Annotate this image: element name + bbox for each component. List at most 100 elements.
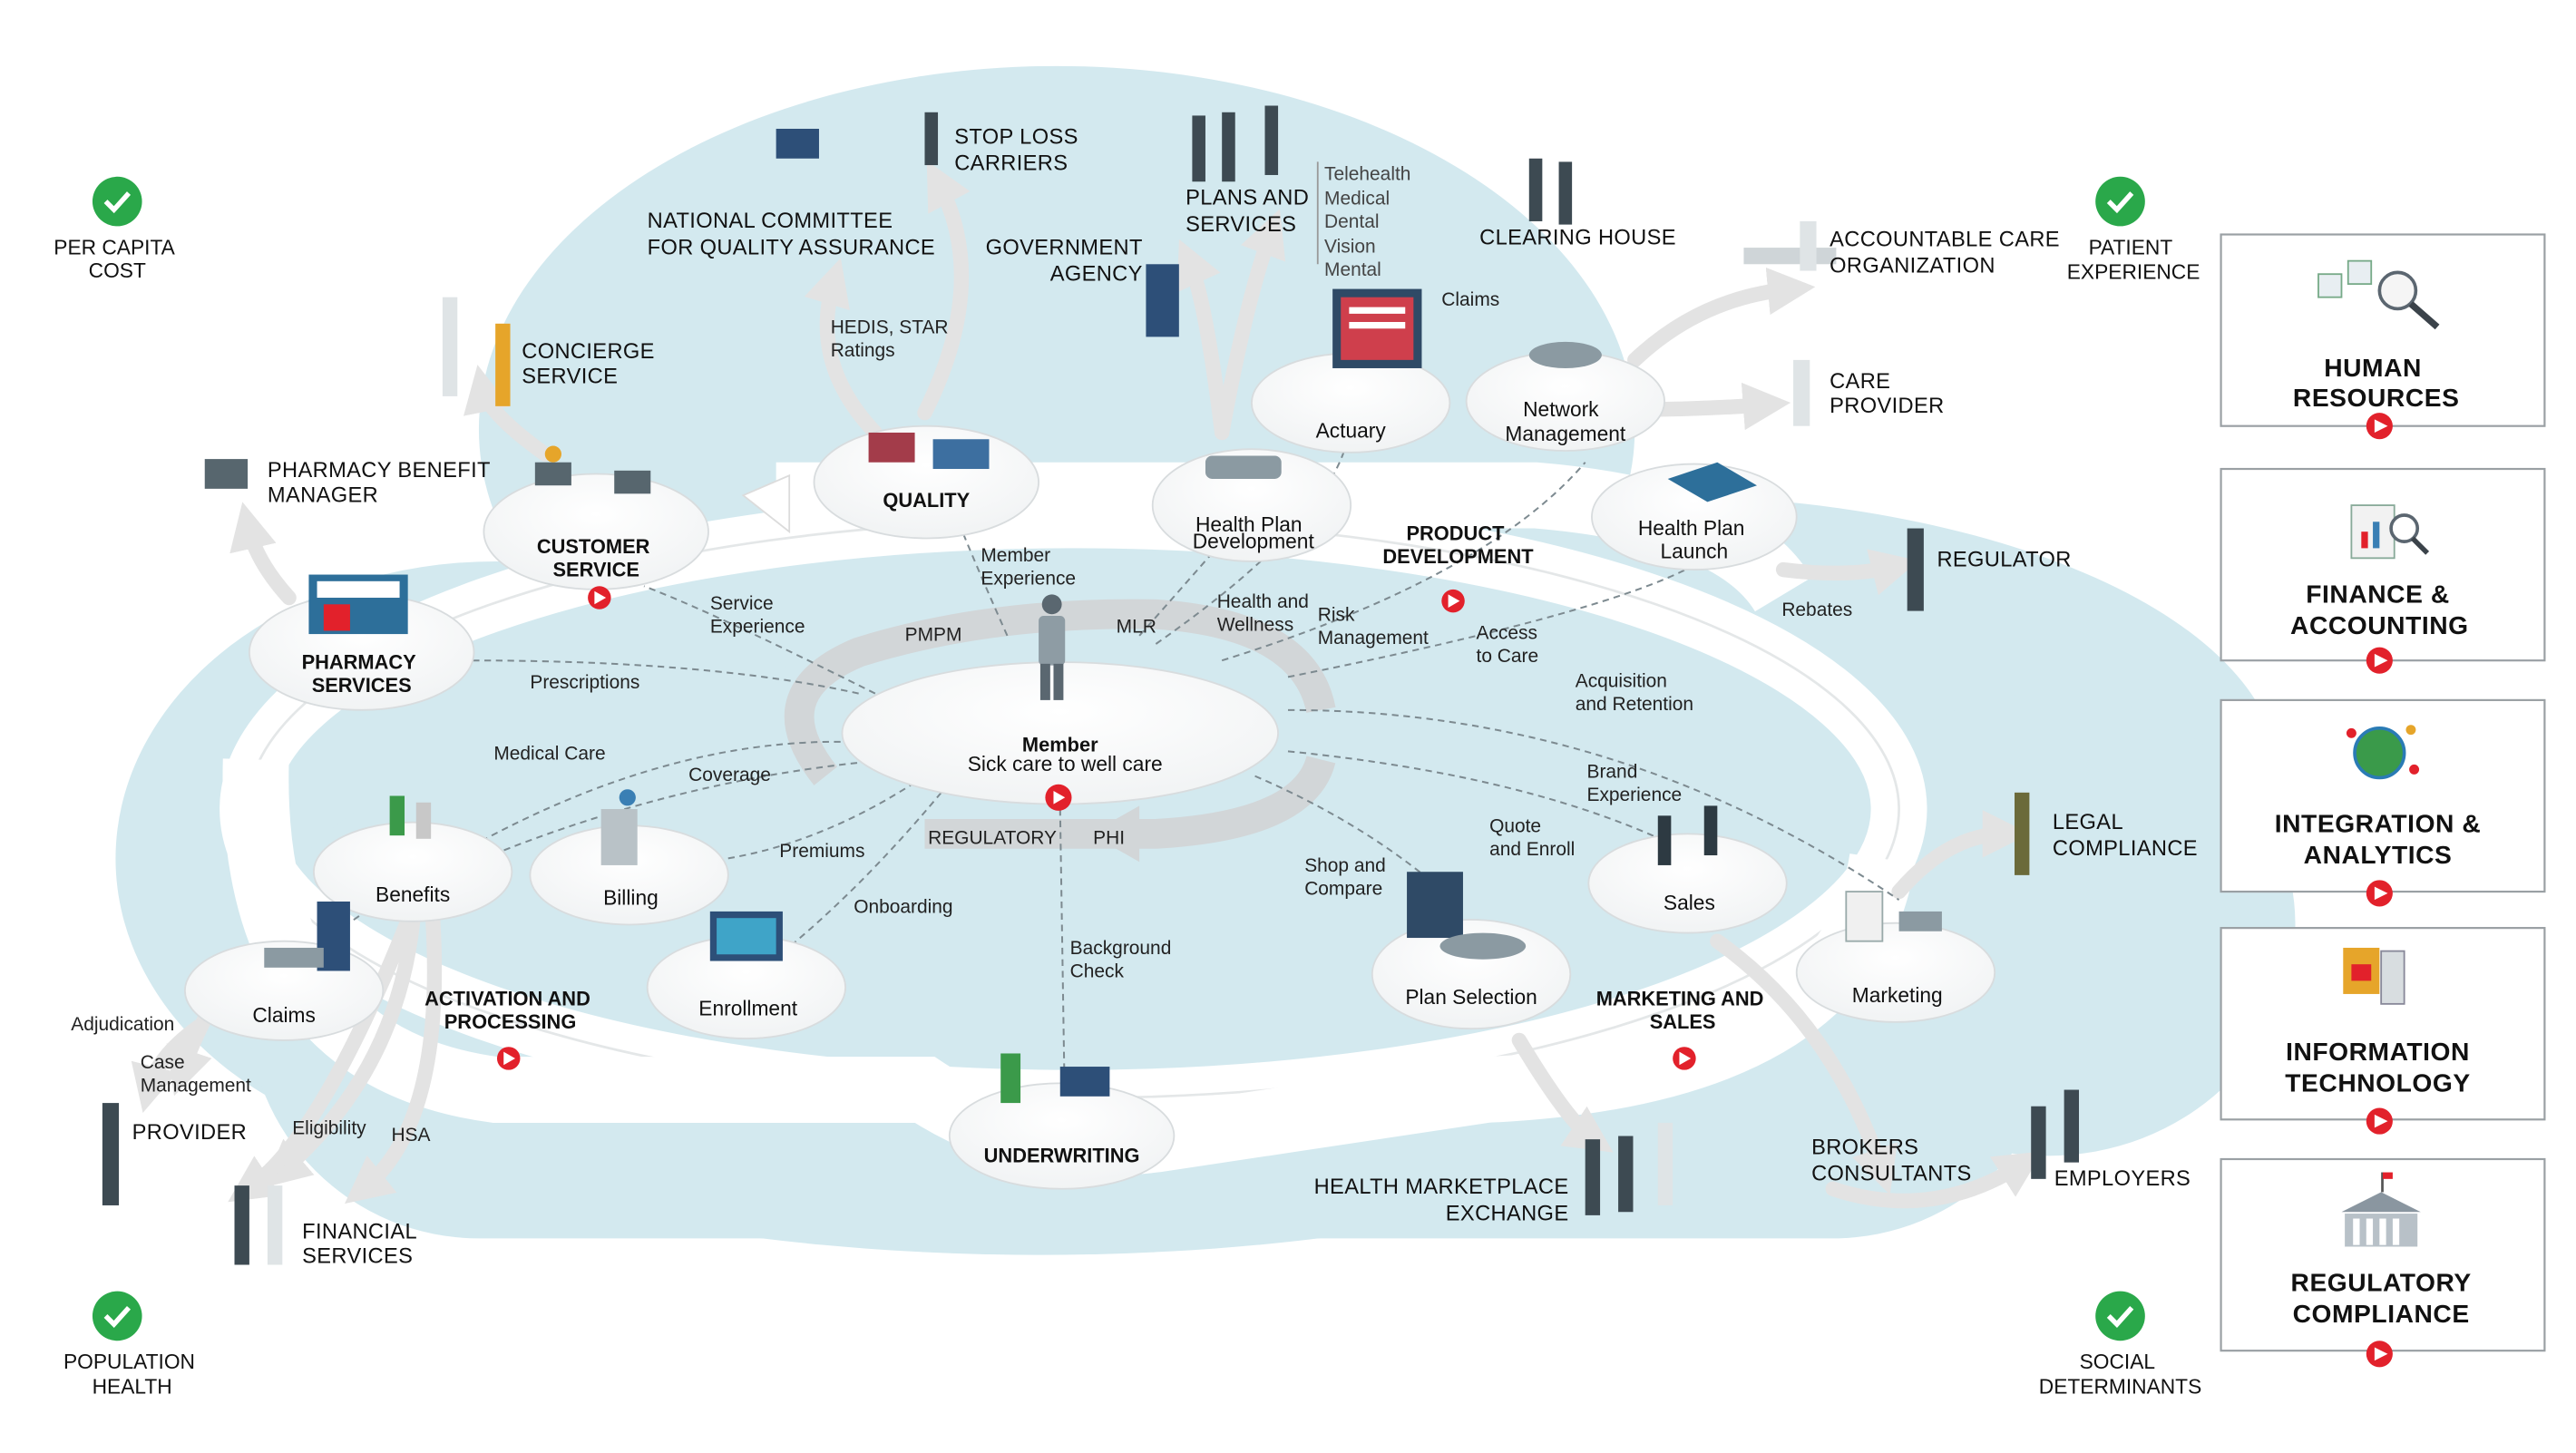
legal-person-icon bbox=[2015, 792, 2030, 875]
svg-text:Sales: Sales bbox=[1664, 891, 1715, 914]
computer-icon bbox=[204, 459, 249, 489]
underwriting-node[interactable]: UNDERWRITING bbox=[948, 1053, 1176, 1190]
computer-icon bbox=[1059, 1067, 1110, 1097]
svg-text:INTEGRATION &ANALYTICS: INTEGRATION &ANALYTICS bbox=[2275, 809, 2482, 870]
person-icon bbox=[415, 802, 432, 839]
provider-label: PROVIDER bbox=[132, 1121, 247, 1145]
hr-magnifier-icon bbox=[2317, 259, 2440, 330]
svg-text:UNDERWRITING: UNDERWRITING bbox=[984, 1145, 1140, 1167]
government-building-icon bbox=[2341, 1172, 2421, 1247]
health-plan-launch-node[interactable]: Health Plan Launch bbox=[1591, 462, 1798, 570]
member-title: Member bbox=[1022, 733, 1098, 756]
doctor-person-icon bbox=[1000, 1053, 1021, 1104]
meeting-table-icon bbox=[1528, 341, 1602, 368]
panel-finance-accounting[interactable]: FINANCE &ACCOUNTING bbox=[2220, 467, 2546, 674]
analytics-board-icon bbox=[1667, 462, 1758, 502]
person-icon bbox=[1558, 161, 1573, 225]
svg-text:Claims: Claims bbox=[252, 1003, 316, 1027]
computer-icon bbox=[534, 462, 571, 486]
regulator-person-icon bbox=[1907, 528, 1924, 611]
claims-flow-label: Claims bbox=[1441, 289, 1499, 310]
meeting-table-icon bbox=[1205, 455, 1282, 479]
person-icon bbox=[1618, 1136, 1634, 1213]
network-management-node[interactable]: Network Management bbox=[1465, 341, 1665, 452]
person-icon bbox=[924, 112, 939, 166]
member-node[interactable]: Member Sick care to well care bbox=[841, 594, 1279, 811]
claims-node[interactable]: Claims bbox=[183, 901, 385, 1041]
regulatory-label: REGULATORY bbox=[928, 827, 1057, 848]
person-icon bbox=[234, 1185, 249, 1265]
actuary-node[interactable]: Actuary bbox=[1251, 288, 1451, 453]
dashed-connectors bbox=[346, 445, 1900, 1123]
svg-text:MARKETING AND SALES: MARKETING AND SALES bbox=[1596, 988, 1770, 1033]
per-capita-label: PER CAPITA COST bbox=[54, 235, 181, 281]
benefits-node[interactable]: Benefits bbox=[312, 795, 513, 922]
lab-icon bbox=[868, 432, 915, 463]
svg-text:Enrollment: Enrollment bbox=[698, 997, 797, 1020]
finance-report-icon bbox=[2350, 504, 2430, 560]
onboarding-label: Onboarding bbox=[854, 897, 952, 918]
marketing-sales-label-group[interactable]: MARKETING AND SALES bbox=[1596, 988, 1770, 1070]
computer-icon bbox=[614, 470, 651, 494]
plan-selection-node[interactable]: Plan Selection bbox=[1371, 872, 1572, 1030]
svg-text:Billing: Billing bbox=[603, 886, 659, 910]
adjudication-label: Adjudication bbox=[71, 1014, 174, 1035]
activation-processing-label-group[interactable]: ACTIVATION AND PROCESSING bbox=[424, 988, 596, 1070]
doctor-person-icon bbox=[389, 795, 405, 836]
center-swirl bbox=[784, 599, 1336, 849]
svg-text:Health Plan Development: Health Plan Development bbox=[1193, 512, 1315, 552]
person-icon bbox=[1585, 1139, 1601, 1215]
external-figures bbox=[102, 105, 2080, 1265]
it-server-icon bbox=[2343, 947, 2405, 1005]
svg-text:FINANCE &ACCOUNTING: FINANCE &ACCOUNTING bbox=[2290, 579, 2469, 639]
doctor-person-icon bbox=[1657, 1122, 1673, 1205]
marketing-node[interactable]: Marketing bbox=[1795, 891, 1996, 1023]
population-health-label: POPULATION HEALTH bbox=[63, 1350, 200, 1398]
svg-text:Health Plan Launch: Health Plan Launch bbox=[1638, 516, 1751, 562]
clearing-house-label: CLEARING HOUSE bbox=[1479, 226, 1676, 249]
health-plan-development-node[interactable]: Health Plan Development bbox=[1151, 448, 1352, 562]
member-subtitle: Sick care to well care bbox=[968, 752, 1163, 775]
enrollment-node[interactable]: Enrollment bbox=[646, 911, 847, 1040]
pharmacy-services-node[interactable]: PHARMACY SERVICES bbox=[248, 574, 475, 711]
check-icon bbox=[103, 1306, 132, 1329]
person-icon bbox=[1703, 805, 1718, 856]
presentation-screen-icon bbox=[1407, 872, 1463, 939]
medical-care-label: Medical Care bbox=[493, 743, 605, 764]
quality-node[interactable]: QUALITY bbox=[813, 424, 1040, 540]
person-icon bbox=[1222, 112, 1235, 182]
customer-service-node[interactable]: CUSTOMER SERVICE bbox=[483, 445, 709, 609]
person-icon bbox=[2031, 1106, 2046, 1179]
pmpm-label: PMPM bbox=[905, 624, 962, 645]
panel-integration-analytics[interactable]: INTEGRATION &ANALYTICS bbox=[2220, 698, 2546, 907]
population-health-badge: POPULATION HEALTH bbox=[63, 1291, 200, 1399]
person-icon bbox=[2064, 1089, 2080, 1163]
product-development-label-group[interactable]: PRODUCT DEVELOPMENT bbox=[1382, 522, 1534, 613]
social-determinants-label: SOCIAL DETERMINANTS bbox=[2039, 1350, 2201, 1398]
patient-experience-label: PATIENT EXPERIENCE bbox=[2067, 235, 2200, 283]
check-icon bbox=[2106, 1306, 2134, 1329]
sales-node[interactable]: Sales bbox=[1587, 805, 1788, 934]
doctor-person-icon bbox=[442, 297, 458, 396]
computer-icon bbox=[776, 128, 819, 159]
billing-node[interactable]: Billing bbox=[529, 789, 729, 926]
